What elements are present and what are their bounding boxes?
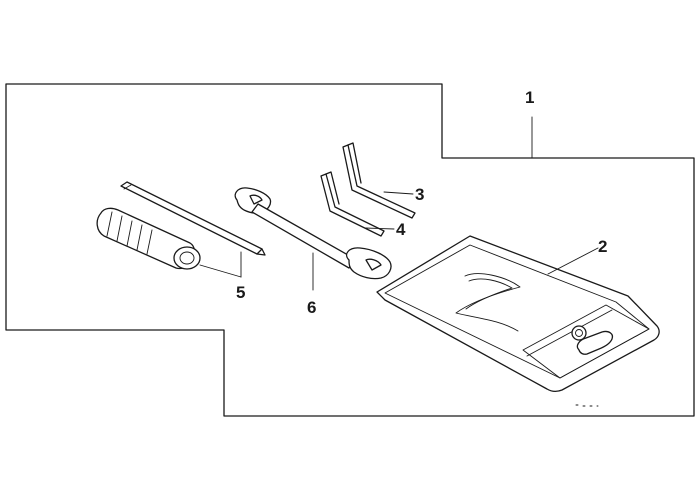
hex-key-large: [342, 142, 416, 219]
callout-6: 6: [307, 298, 316, 317]
callout-5: 5: [236, 283, 245, 302]
callout-4: 4: [396, 220, 406, 239]
callout-3: 3: [415, 185, 424, 204]
hex-key-small: [320, 171, 385, 237]
tool-bag: [376, 235, 660, 407]
leader-line-2: [547, 247, 599, 275]
callout-1: 1: [525, 88, 534, 107]
callout-2: 2: [598, 237, 607, 256]
screwdriver: [96, 181, 266, 270]
leader-line-5a: [199, 264, 242, 278]
kit-boundary-frame: [5, 83, 695, 417]
open-end-wrench: [234, 187, 392, 280]
leader-line-3: [383, 191, 414, 195]
leader-line-4: [364, 227, 395, 230]
